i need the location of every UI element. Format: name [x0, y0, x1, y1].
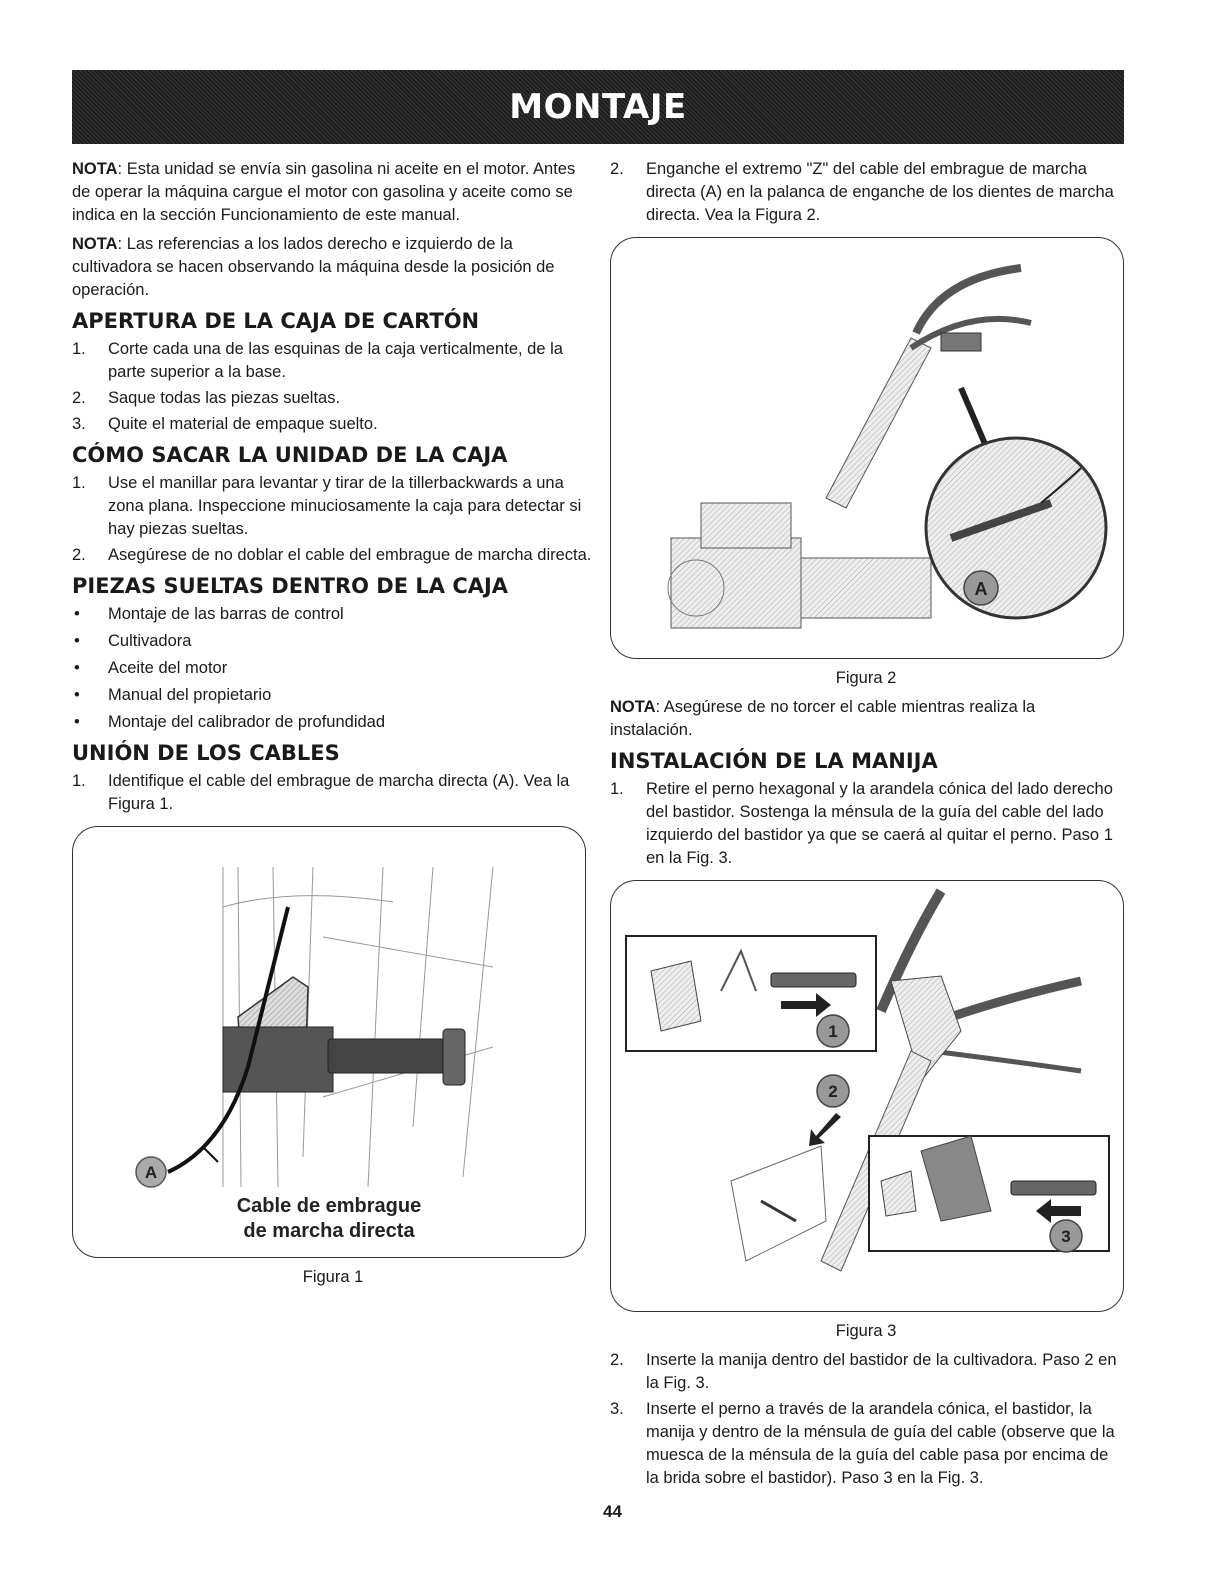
- page-title-banner: MONTAJE: [72, 70, 1124, 144]
- numbered-list: 2.Inserte la manija dentro del bastidor …: [610, 1349, 1122, 1490]
- list-item: •Manual del propietario: [74, 686, 272, 704]
- figure-caption: Figura 1: [302, 1268, 364, 1286]
- left-column: NOTA: Esta unidad se envía sin gasolina …: [72, 158, 594, 1295]
- list-item: 2.Saque todas las piezas sueltas.: [72, 389, 341, 407]
- list-item: 3.Quite el material de empaque suelto.: [72, 415, 378, 433]
- page-number: 44: [603, 1502, 622, 1521]
- nota-3: NOTA: Asegúrese de no torcer el cable mi…: [610, 698, 1036, 739]
- numbered-list: 1.Identifique el cable del embrague de m…: [72, 770, 594, 816]
- list-item: 1.Retire el perno hexagonal y la arandel…: [610, 780, 1113, 867]
- list-item: •Montaje del calibrador de profundidad: [74, 713, 386, 731]
- figure-3-illustration: 1 2 3: [610, 880, 1124, 1312]
- list-item: 2.Inserte la manija dentro del bastidor …: [610, 1351, 1117, 1392]
- step-1-label: 1: [828, 1022, 837, 1041]
- section-heading: INSTALACIÓN DE LA MANIJA: [610, 749, 938, 773]
- list-item: •Montaje de las barras de control: [74, 605, 344, 623]
- step-3-marker: [1049, 1219, 1083, 1253]
- figure-caption: Figura 3: [835, 1322, 897, 1340]
- numbered-list: 2.Enganche el extremo "Z" del cable del …: [610, 158, 1122, 227]
- numbered-list: 1.Corte cada una de las esquinas de la c…: [72, 338, 594, 436]
- list-item: 1.Use el manillar para levantar y tirar …: [72, 474, 582, 538]
- section-heading: PIEZAS SUELTAS DENTRO DE LA CAJA: [72, 574, 509, 598]
- section-heading: CÓMO SACAR LA UNIDAD DE LA CAJA: [72, 443, 508, 467]
- cable-illustration: A Cable de embrague de marcha directa: [135, 866, 494, 1242]
- list-item: •Cultivadora: [74, 632, 192, 650]
- list-item: 2.Asegúrese de no doblar el cable del em…: [72, 546, 592, 564]
- step-3-label: 3: [1061, 1227, 1070, 1246]
- nota-2: NOTA: Las referencias a los lados derech…: [72, 235, 555, 299]
- nota-1: NOTA: Esta unidad se envía sin gasolina …: [72, 160, 576, 224]
- step-2-marker: [816, 1074, 850, 1108]
- label-a: A: [145, 1163, 157, 1182]
- bullet-list: •Montaje de las barras de control •Culti…: [72, 603, 594, 734]
- page-title: MONTAJE: [509, 87, 687, 127]
- figure-2-illustration: A: [610, 237, 1124, 659]
- section-heading: APERTURA DE LA CAJA DE CARTÓN: [72, 309, 480, 333]
- label-a: A: [975, 579, 988, 599]
- list-item: •Aceite del motor: [74, 659, 228, 677]
- right-column: 2.Enganche el extremo "Z" del cable del …: [610, 158, 1124, 1494]
- step-1-marker: [816, 1014, 850, 1048]
- figure-1-illustration: A Cable de embrague de marcha directa: [72, 826, 586, 1258]
- list-item: 3.Inserte el perno a través de la arande…: [610, 1400, 1115, 1487]
- numbered-list: 1.Use el manillar para levantar y tirar …: [72, 472, 594, 567]
- label-a-marker: [963, 570, 999, 606]
- callout-line-1: Cable de embrague: [237, 1195, 422, 1217]
- step-2-label: 2: [828, 1082, 837, 1101]
- numbered-list: 1.Retire el perno hexagonal y la arandel…: [610, 778, 1122, 870]
- list-item: 2.Enganche el extremo "Z" del cable del …: [610, 160, 1114, 224]
- handle-install-illustration: 1 2 3: [625, 888, 1110, 1272]
- list-item: 1.Identifique el cable del embrague de m…: [72, 772, 570, 813]
- tiller-illustration: A: [667, 264, 1108, 629]
- label-a-marker: [135, 1156, 167, 1188]
- figure-caption: Figura 2: [835, 669, 897, 687]
- list-item: 1.Corte cada una de las esquinas de la c…: [72, 340, 563, 381]
- section-heading: UNIÓN DE LOS CABLES: [72, 741, 340, 765]
- callout-line-2: de marcha directa: [243, 1220, 415, 1242]
